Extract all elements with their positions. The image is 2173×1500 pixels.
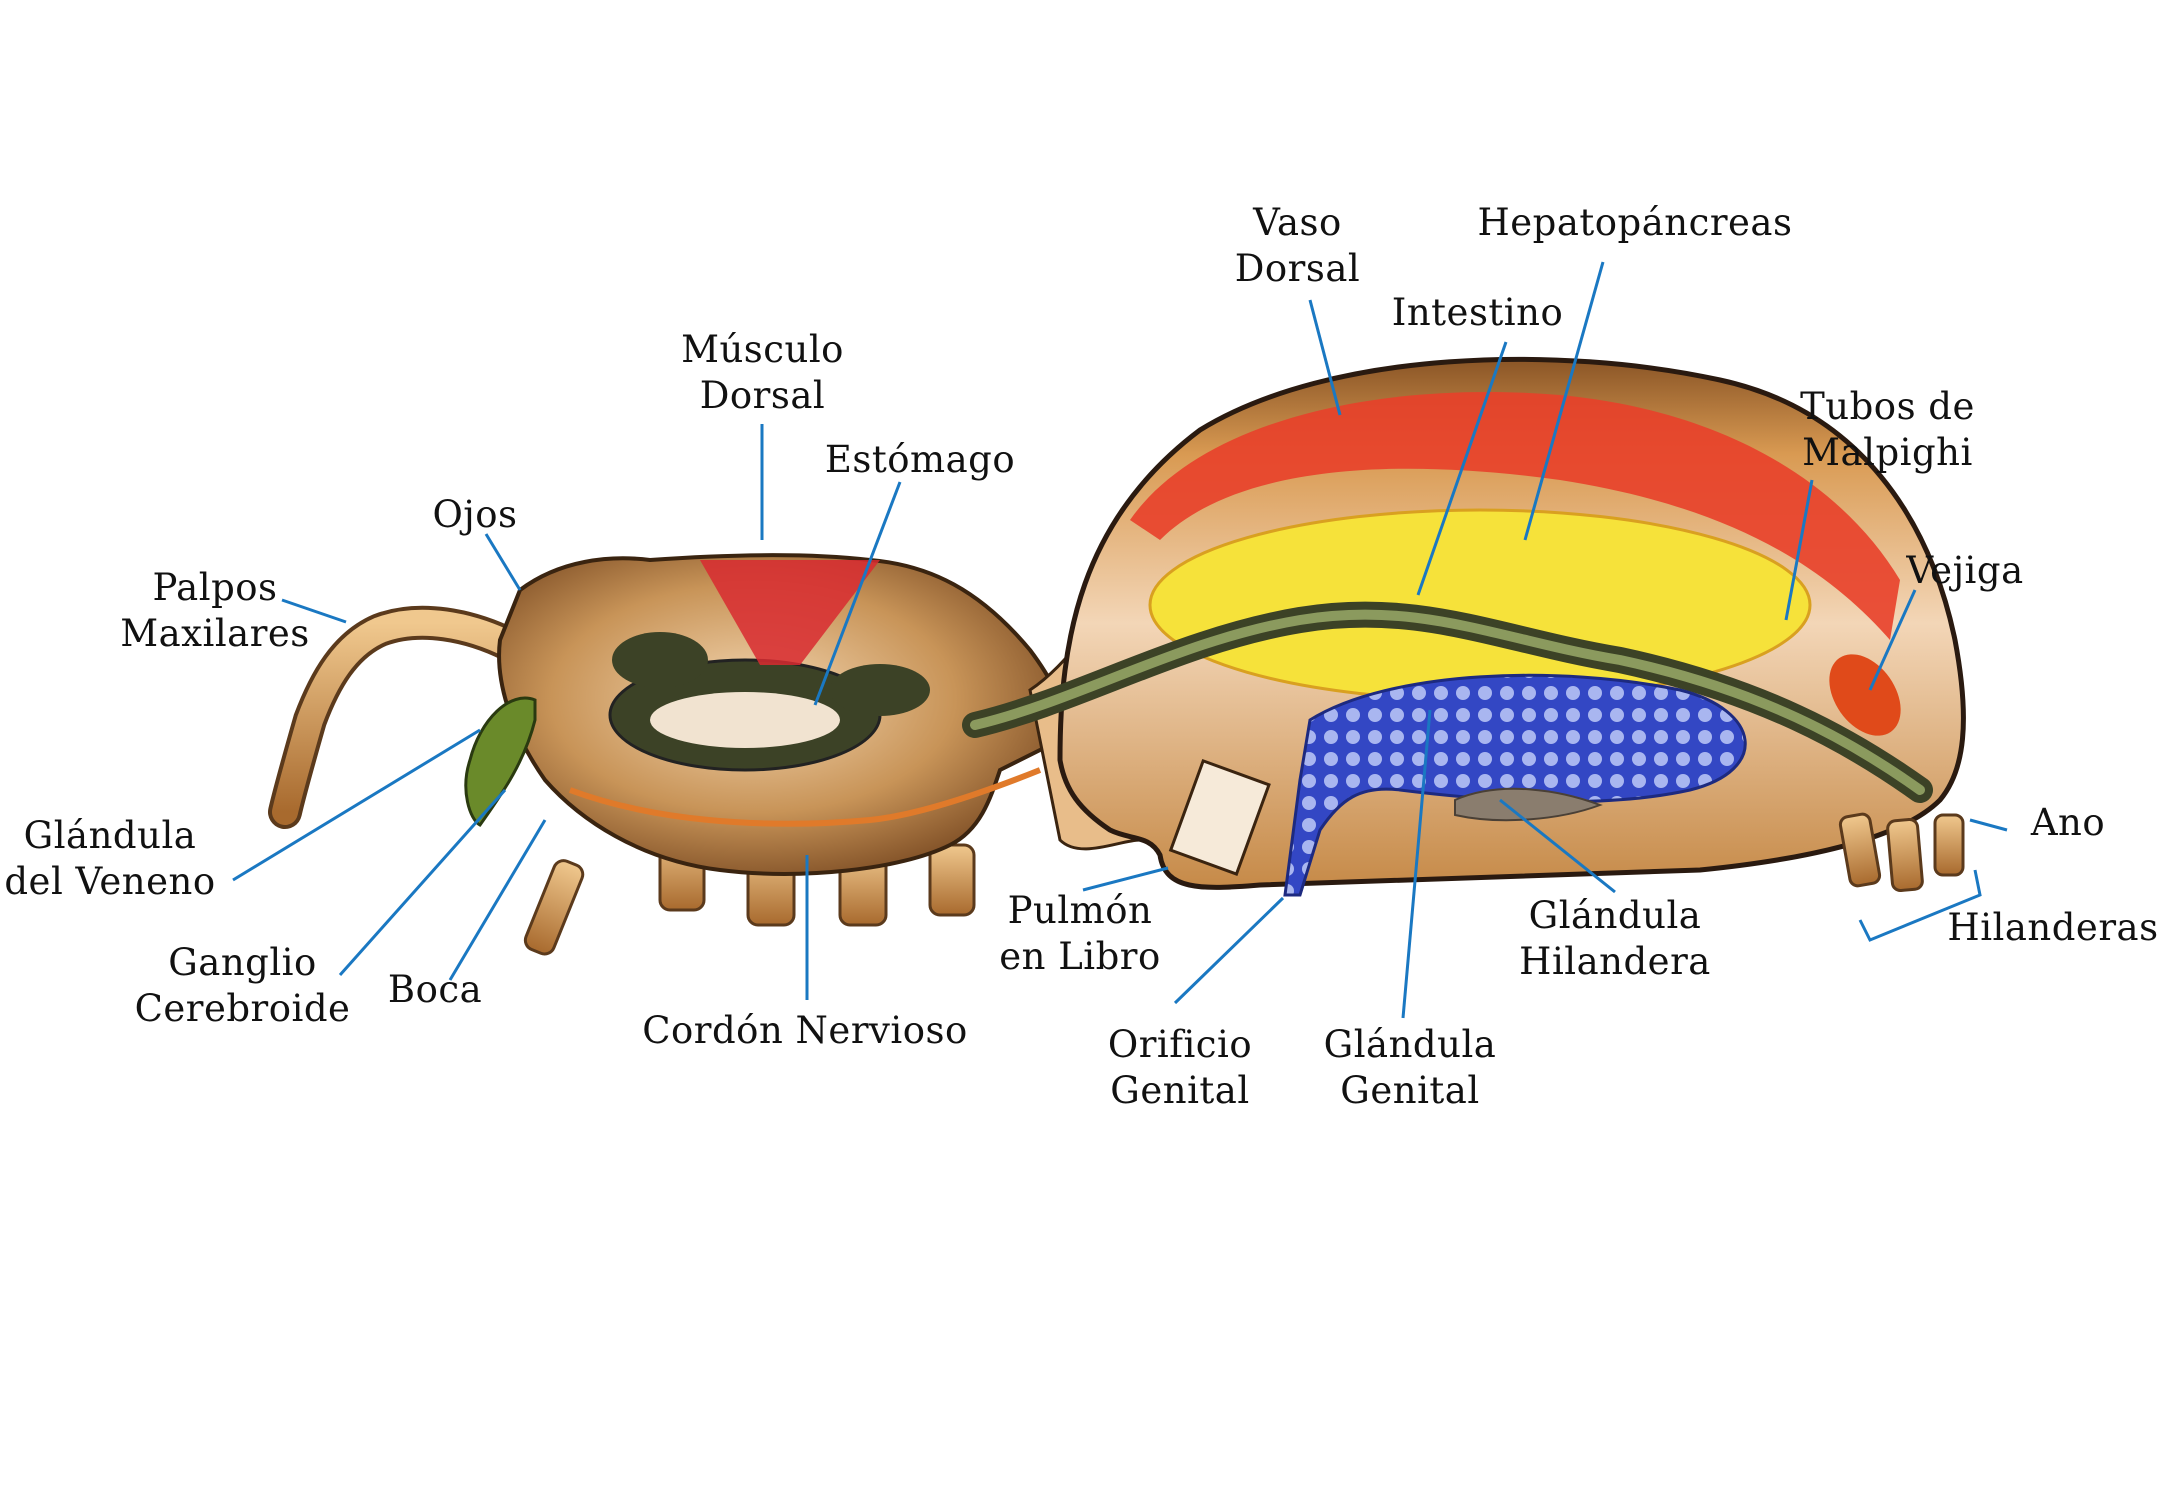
label-musculo-dorsal: Músculo Dorsal — [681, 328, 844, 417]
label-cordon-nervioso: Cordón Nervioso — [642, 1009, 968, 1052]
label-vaso-dorsal: Vaso Dorsal — [1234, 201, 1361, 290]
label-boca: Boca — [387, 968, 483, 1011]
label-orificio-genital: Orificio Genital — [1107, 1023, 1253, 1112]
leader-lines — [232, 261, 2008, 1019]
palp-shape — [268, 605, 527, 829]
label-tubos-de-malpighi: Tubos de Malpighi — [1800, 385, 1975, 474]
dorsal-vessel-shape — [1130, 391, 1900, 640]
stomach-shape — [608, 632, 930, 772]
label-ojos: Ojos — [432, 493, 518, 536]
label-hepatopancreas: Hepatopáncreas — [1477, 201, 1793, 244]
label-hilanderas: Hilanderas — [1947, 906, 2159, 949]
dorsal-muscle-shape — [700, 560, 880, 665]
bladder-shape — [1829, 654, 1901, 736]
label-ganglio-cerebroide: Ganglio Cerebroide — [134, 941, 351, 1030]
label-vejiga: Vejiga — [1906, 549, 2024, 592]
label-estomago: Estómago — [824, 438, 1016, 481]
nerve-cord-shape — [568, 767, 1042, 827]
label-glandula-del-veneno: Glándula del Veneno — [4, 814, 216, 903]
spinning-gland-shape — [1454, 787, 1603, 822]
label-ano: Ano — [2030, 801, 2106, 844]
label-glandula-hilandera: Glándula Hilandera — [1519, 894, 1711, 983]
spinnerets-shape — [1838, 812, 1965, 893]
label-glandula-genital: Glándula Genital — [1323, 1023, 1497, 1112]
genital-gland-shape — [1283, 673, 1747, 897]
venom-gland-shape — [464, 696, 537, 827]
label-intestino: Intestino — [1391, 291, 1564, 334]
label-pulmon-en-libro: Pulmón en Libro — [999, 889, 1161, 978]
book-lung-shape — [1168, 758, 1271, 876]
label-palpos-maxilares: Palpos Maxilares — [120, 566, 310, 655]
